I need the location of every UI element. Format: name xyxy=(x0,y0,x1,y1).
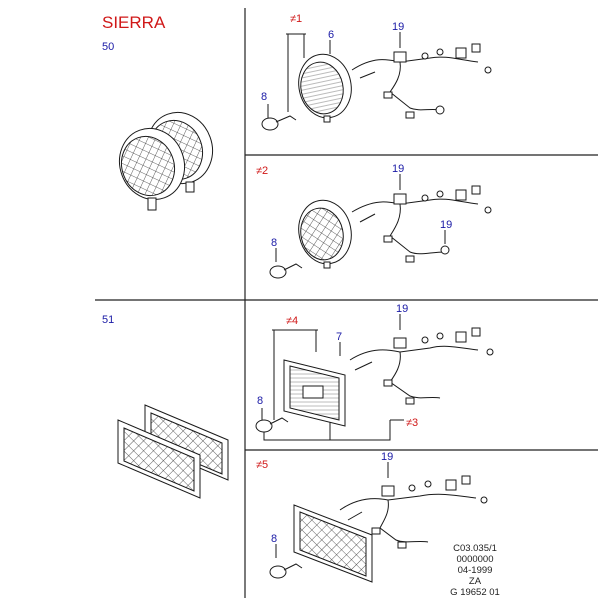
panel-2-bulb xyxy=(269,263,303,279)
panel-4-callout-19: 19 xyxy=(381,451,393,463)
panel-1-wiring-harness xyxy=(351,43,492,119)
footer-line-5: G 19652 01 xyxy=(450,587,500,598)
section-label-51: 51 xyxy=(102,314,114,326)
panel-4-bulb xyxy=(269,563,303,579)
panel-1-callout-8: 8 xyxy=(261,91,267,103)
panel-1-callout-6: 6 xyxy=(328,29,334,41)
round-lamp-front xyxy=(119,127,185,211)
section-label-50: 50 xyxy=(102,41,114,53)
rect-lamp-pair-illustration xyxy=(117,404,229,499)
footer-line-2: 0000000 xyxy=(457,554,494,565)
panel-3-rect-lamp-kit: ≠4 ≠3 xyxy=(255,303,494,441)
panel-4-callout-8: 8 xyxy=(271,533,277,545)
round-lamp-with-lens xyxy=(298,53,352,123)
panel-2-round-lamp-kit: ≠2 19 19 xyxy=(256,163,492,279)
panel-2-callout-19a: 19 xyxy=(392,163,404,175)
panel-2-variant-label: ≠2 xyxy=(256,165,268,177)
panel-3-bulb xyxy=(255,417,289,433)
round-lamp-pair-illustration xyxy=(119,111,213,211)
footer-line-3: 04-1999 xyxy=(458,565,493,576)
panel-1-callout-19: 19 xyxy=(392,21,404,33)
panel-1-variant-label: ≠1 xyxy=(290,13,302,25)
rect-lamp-front xyxy=(117,419,201,499)
drawing-reference-block: C03.035/1 0000000 04-1999 ZA G 19652 01 xyxy=(450,543,500,598)
panel-4-wiring-harness xyxy=(339,475,488,549)
panel-1-round-lamp-kit: ≠1 6 xyxy=(261,13,492,131)
panel-3-variant-b-label: ≠3 xyxy=(406,417,418,429)
panel-3-variant-label: ≠4 xyxy=(286,315,298,327)
panel-grid xyxy=(95,8,598,598)
rect-lamp-with-mesh xyxy=(293,504,373,583)
panel-2-wiring-harness xyxy=(351,185,492,263)
round-lamp-with-mesh xyxy=(298,199,352,269)
panel-4-variant-label: ≠5 xyxy=(256,459,268,471)
panel-4-rect-lamp-kit: ≠5 19 8 xyxy=(256,451,488,583)
panel-3-callout-7: 7 xyxy=(336,331,342,343)
panel-3-wiring-harness xyxy=(349,327,494,405)
panel-2-callout-19b: 19 xyxy=(440,219,452,231)
panel-1-bulb xyxy=(261,115,297,131)
rect-lamp-with-lens xyxy=(283,359,346,427)
panel-3-callout-8: 8 xyxy=(257,395,263,407)
model-title: SIERRA xyxy=(102,13,166,32)
footer-line-1: C03.035/1 xyxy=(453,543,497,554)
footer-line-4: ZA xyxy=(469,576,482,587)
panel-2-callout-8: 8 xyxy=(271,237,277,249)
panel-3-callout-19: 19 xyxy=(396,303,408,315)
